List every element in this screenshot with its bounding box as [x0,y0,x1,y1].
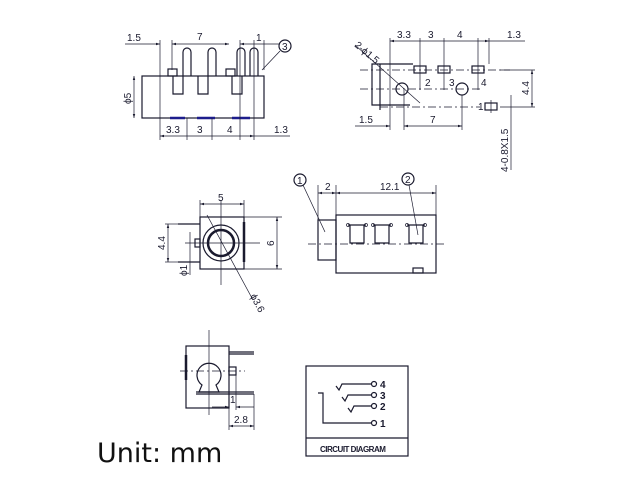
dim-label: 4 [457,30,463,41]
dim-label: 1.5 [359,115,373,126]
dim-label: 4 [227,125,233,136]
dim-label: 3.3 [166,125,180,136]
unit-label: Unit: mm [97,438,223,469]
pad-label: 2 [425,78,431,89]
dim-label: ϕ3.6 [247,292,266,315]
front-view: 1.5 7 1 3 ϕ5 3.3 3 4 1.3 [123,32,292,140]
rear-view: 1 2.8 [180,330,255,430]
circuit-diagram: 4 3 2 1 CIRCUIT DIAGRAM [305,365,409,457]
pin-label-3: 3 [380,391,386,402]
dim-label: 1 [256,33,262,44]
dim-label: 2.8 [234,415,248,426]
dim-label: 1 [230,395,236,406]
end-view: 5 6 4.4 ϕ1 ϕ3.6 [157,193,282,315]
dim-label: 5 [218,193,224,204]
pin-label-2: 2 [380,402,386,413]
pad-label: 4 [481,78,487,89]
dim-label: 6 [266,240,277,246]
hole-note: 2-ϕ1.5 [352,40,381,67]
callout-2: 2 [405,175,411,186]
dim-label: ϕ5 [123,92,134,104]
dim-label: 1.5 [127,33,141,44]
pin-label-4: 4 [380,380,386,391]
dim-label: 12.1 [380,182,400,193]
circuit-title: CIRCUIT DIAGRAM [320,445,386,454]
dim-label: 3 [197,125,203,136]
dim-label: ϕ1 [179,264,190,276]
slot-note: 4-0.8X1.5 [500,128,511,172]
dim-label: 7 [197,32,203,43]
dim-label: 4.4 [521,81,532,95]
callout-3: 3 [282,42,288,53]
dim-label: 1.3 [274,125,288,136]
pad-label: 1 [478,102,484,113]
dim-label: 7 [430,115,436,126]
pcb-layout-view: 2-ϕ1.5 2 3 4 1 3.3 3 4 1.3 1.5 7 4.4 4-0… [352,30,535,172]
dim-label: 1.3 [507,30,521,41]
side-view: 2 12.1 1 2 [293,172,445,274]
dim-label: 2 [325,182,331,193]
dim-label: 3 [428,30,434,41]
pin-label-1: 1 [380,419,386,430]
dim-label: 3.3 [397,30,411,41]
pad-label: 3 [449,78,455,89]
callout-1: 1 [297,176,303,187]
dim-label: 4.4 [157,236,168,250]
